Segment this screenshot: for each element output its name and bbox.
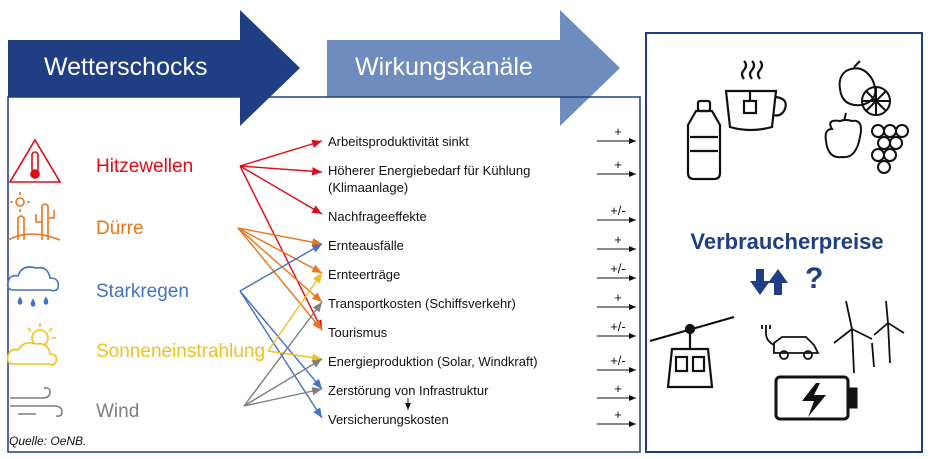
sign-cooling-energy: + xyxy=(614,157,622,172)
prices-panel-frame xyxy=(645,32,923,453)
source-note: Quelle: OeNB. xyxy=(9,434,87,448)
consumer-prices-title: Verbraucherpreise xyxy=(690,229,884,254)
channel-label-cooling-energy: Höherer Energiebedarf für Kühlung xyxy=(328,163,531,178)
cactus-sun-icon xyxy=(7,192,61,241)
fruit-icon xyxy=(824,60,909,174)
wind-icon xyxy=(10,387,63,417)
drought-arrows xyxy=(237,227,323,331)
channel-label-energy-production: Energieproduktion (Solar, Windkraft) xyxy=(328,354,538,369)
channel-label-tourism: Tourismus xyxy=(328,325,388,340)
channel-label-cooling-energy-sub: (Klimaanlage) xyxy=(328,180,409,195)
bottle-icon xyxy=(686,99,722,181)
channel-label-crop-failures: Ernteausfälle xyxy=(328,238,404,253)
sign-tourism: +/- xyxy=(610,319,626,334)
heatwave-arrows xyxy=(239,139,323,331)
channel-label-labour-productivity: Arbeitsproduktivität sinkt xyxy=(328,134,469,149)
channel-label-transport-costs: Transportkosten (Schiffsverkehr) xyxy=(328,296,516,311)
sign-transport-costs: + xyxy=(614,290,622,305)
sign-insurance-costs: + xyxy=(614,407,622,422)
price-direction-arrows-icon xyxy=(750,269,788,295)
thermometer-icon xyxy=(8,138,62,183)
solar-arrows xyxy=(267,272,323,362)
weather-label-heatwaves: Hitzewellen xyxy=(96,156,194,177)
sign-arrows xyxy=(405,138,636,427)
prices-icons-svg xyxy=(649,60,909,421)
sign-energy-production: +/- xyxy=(610,353,626,368)
weather-label-solar-radiation: Sonneneinstrahlung xyxy=(96,341,266,362)
rain-cloud-icon xyxy=(6,266,60,307)
weather-icons-svg xyxy=(6,138,63,417)
sign-demand-effects: +/- xyxy=(610,203,626,218)
weather-label-drought: Dürre xyxy=(96,218,144,239)
heavy-rain-arrows xyxy=(239,243,323,419)
battery-icon xyxy=(774,375,858,421)
weather-label-wind: Wind xyxy=(96,401,140,422)
cable-car-icon xyxy=(649,315,735,389)
channel-label-infrastructure: Zerstörung von Infrastruktur xyxy=(328,383,489,398)
sun-cloud-icon xyxy=(6,323,58,366)
shocks-panel-frame xyxy=(7,96,641,453)
sign-infrastructure: + xyxy=(614,381,622,396)
wind-turbine-icon xyxy=(833,300,905,374)
channel-label-insurance-costs: Versicherungskosten xyxy=(328,412,449,427)
channels-banner-title: Wirkungskanäle xyxy=(355,53,533,81)
channel-label-demand-effects: Nachfrageeffekte xyxy=(328,209,427,224)
tea-cup-icon xyxy=(724,60,787,132)
electric-car-icon xyxy=(761,325,820,360)
weather-label-heavy-rain: Starkregen xyxy=(96,281,189,302)
sign-crop-failures: + xyxy=(614,232,622,247)
sign-labour-productivity: + xyxy=(614,124,622,139)
shocks-banner-title: Wetterschocks xyxy=(44,53,208,81)
sign-crop-yields: +/- xyxy=(610,261,626,276)
channel-label-crop-yields: Ernteerträge xyxy=(328,267,401,282)
wind-arrows xyxy=(243,301,323,407)
question-mark: ? xyxy=(805,262,824,295)
